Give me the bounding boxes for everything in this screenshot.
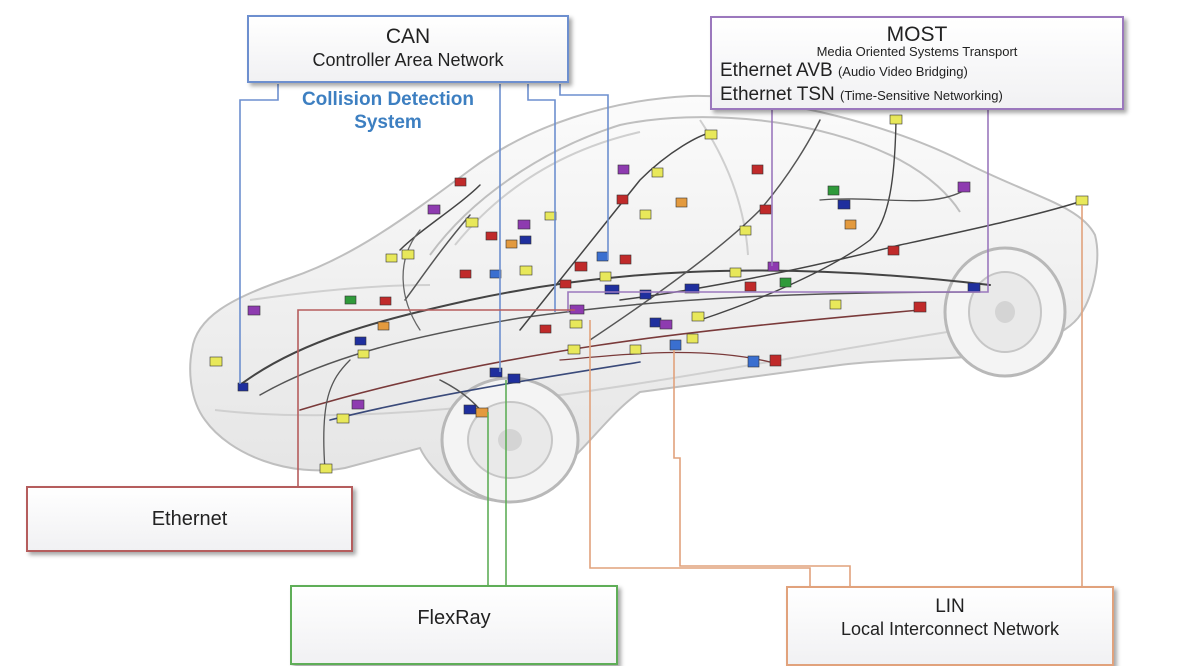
rear-wheel <box>943 246 1067 378</box>
collision-line2: System <box>354 112 422 133</box>
flexray-label-box: FlexRay <box>290 585 618 665</box>
lin-label-box: LIN Local Interconnect Network <box>786 586 1114 666</box>
front-wheel <box>440 376 580 504</box>
can-subtitle: Controller Area Network <box>312 50 504 70</box>
lin-connectors <box>589 205 1083 586</box>
flexray-connectors <box>487 380 507 585</box>
can-label-box: CAN Controller Area Network <box>247 15 569 83</box>
lin-subtitle: Local Interconnect Network <box>840 619 1060 639</box>
most-connectors <box>567 110 989 312</box>
most-subtitle: Media Oriented Systems Transport <box>816 44 1018 59</box>
can-connectors <box>239 84 609 384</box>
car-network-illustration <box>189 84 1099 586</box>
ethernet-label-box: Ethernet <box>26 486 353 552</box>
ethernet-connectors <box>297 309 575 486</box>
most-title: MOST <box>886 23 948 46</box>
ecu-modules <box>209 114 1089 474</box>
can-title: CAN <box>385 25 431 48</box>
ethernet-tsn-label: Ethernet TSN <box>720 84 835 105</box>
most-label-box: MOST Media Oriented Systems Transport Et… <box>710 16 1124 110</box>
ethernet-title: Ethernet <box>151 508 228 530</box>
ethernet-tsn-note: (Time-Sensitive Networking) <box>840 88 1003 103</box>
ethernet-tsn-line: Ethernet TSN (Time-Sensitive Networking) <box>720 83 1114 107</box>
ethernet-avb-line: Ethernet AVB (Audio Video Bridging) <box>720 59 1114 83</box>
flexray-title: FlexRay <box>417 607 491 629</box>
ethernet-avb-note: (Audio Video Bridging) <box>837 64 968 79</box>
lin-title: LIN <box>935 596 965 617</box>
ethernet-avb-label: Ethernet AVB <box>720 60 833 81</box>
collision-line1: Collision Detection <box>301 89 475 110</box>
collision-detection-label: Collision Detection System <box>282 88 494 134</box>
